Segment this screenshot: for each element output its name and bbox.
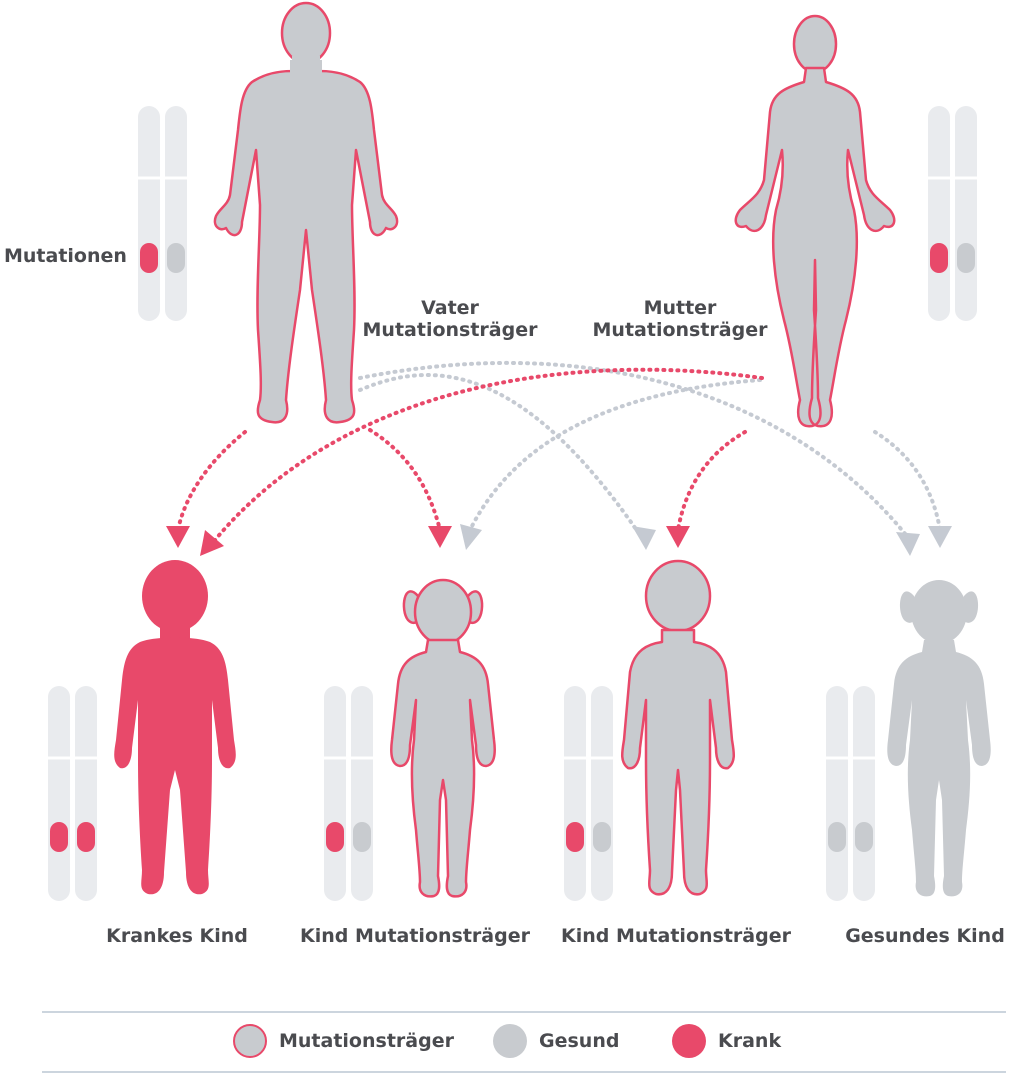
father-label-line1: Vater: [421, 297, 479, 319]
legend-top-divider: [42, 1011, 1006, 1013]
legend-item-sick: Krank: [672, 1024, 781, 1058]
legend-healthy-label: Gesund: [539, 1030, 620, 1052]
arrow-father-to-child1-red: [176, 430, 247, 532]
arrow-icon: [896, 532, 920, 556]
father-label-line2: Mutationsträger: [362, 318, 538, 341]
carrier-swatch-icon: [233, 1024, 267, 1058]
arrow-icon: [666, 526, 690, 548]
inheritance-arrows: [176, 361, 942, 542]
legend-sick-label: Krank: [718, 1030, 782, 1052]
child1-boy-figure: [114, 560, 236, 895]
sick-swatch-icon: [672, 1024, 706, 1058]
mother-normal-marker: [957, 243, 975, 273]
legend-item-healthy: Gesund: [493, 1024, 619, 1058]
arrow-mother-to-child4-gray: [873, 430, 942, 532]
arrow-mother-to-child3-red: [676, 430, 747, 532]
legend-carrier-label: Mutationsträger: [279, 1030, 454, 1052]
child2-chromosome-pair: [324, 686, 373, 901]
child3-boy-figure: [621, 559, 735, 896]
father-mutation-marker: [140, 243, 158, 273]
father-label: Vater Mutationsträger: [362, 297, 538, 342]
arrow-icon: [166, 526, 190, 548]
child1-chromosome-pair: [48, 686, 97, 901]
healthy-swatch-icon: [493, 1024, 527, 1058]
arrow-father-to-child2-red: [368, 428, 442, 532]
arrow-icon: [460, 524, 482, 550]
father-normal-marker: [167, 243, 185, 273]
arrow-icon: [428, 526, 452, 548]
arrow-icon: [632, 526, 656, 550]
mother-label-line1: Mutter: [643, 297, 717, 319]
arrow-mother-to-child2-gray: [468, 378, 762, 532]
child3-label: Kind Mutationsträger: [561, 925, 791, 947]
legend: Mutationsträger Gesund Krank: [0, 1024, 1021, 1060]
mother-chromosome-pair: [928, 106, 977, 321]
child2-label: Kind Mutationsträger: [300, 925, 530, 947]
arrow-icon: [928, 526, 952, 548]
child2-girl-figure: [390, 578, 496, 898]
legend-item-carrier: Mutationsträger: [233, 1024, 454, 1058]
father-chromosome-pair: [138, 106, 187, 321]
mother-figure: [734, 14, 896, 428]
arrow-mother-to-child1-red: [213, 367, 764, 542]
arrow-heads: [166, 524, 952, 556]
arrow-icon: [200, 530, 224, 556]
child1-label: Krankes Kind: [106, 925, 248, 947]
child4-label: Gesundes Kind: [845, 925, 1005, 947]
father-figure: [213, 1, 399, 424]
child4-girl-figure: [887, 580, 991, 897]
legend-bottom-divider: [42, 1071, 1006, 1073]
mother-label: Mutter Mutationsträger: [592, 297, 768, 342]
mutations-label: Mutationen: [4, 245, 127, 267]
mother-mutation-marker: [930, 243, 948, 273]
child3-chromosome-pair: [564, 686, 613, 901]
child4-chromosome-pair: [826, 686, 875, 901]
mother-label-line2: Mutationsträger: [592, 318, 768, 341]
